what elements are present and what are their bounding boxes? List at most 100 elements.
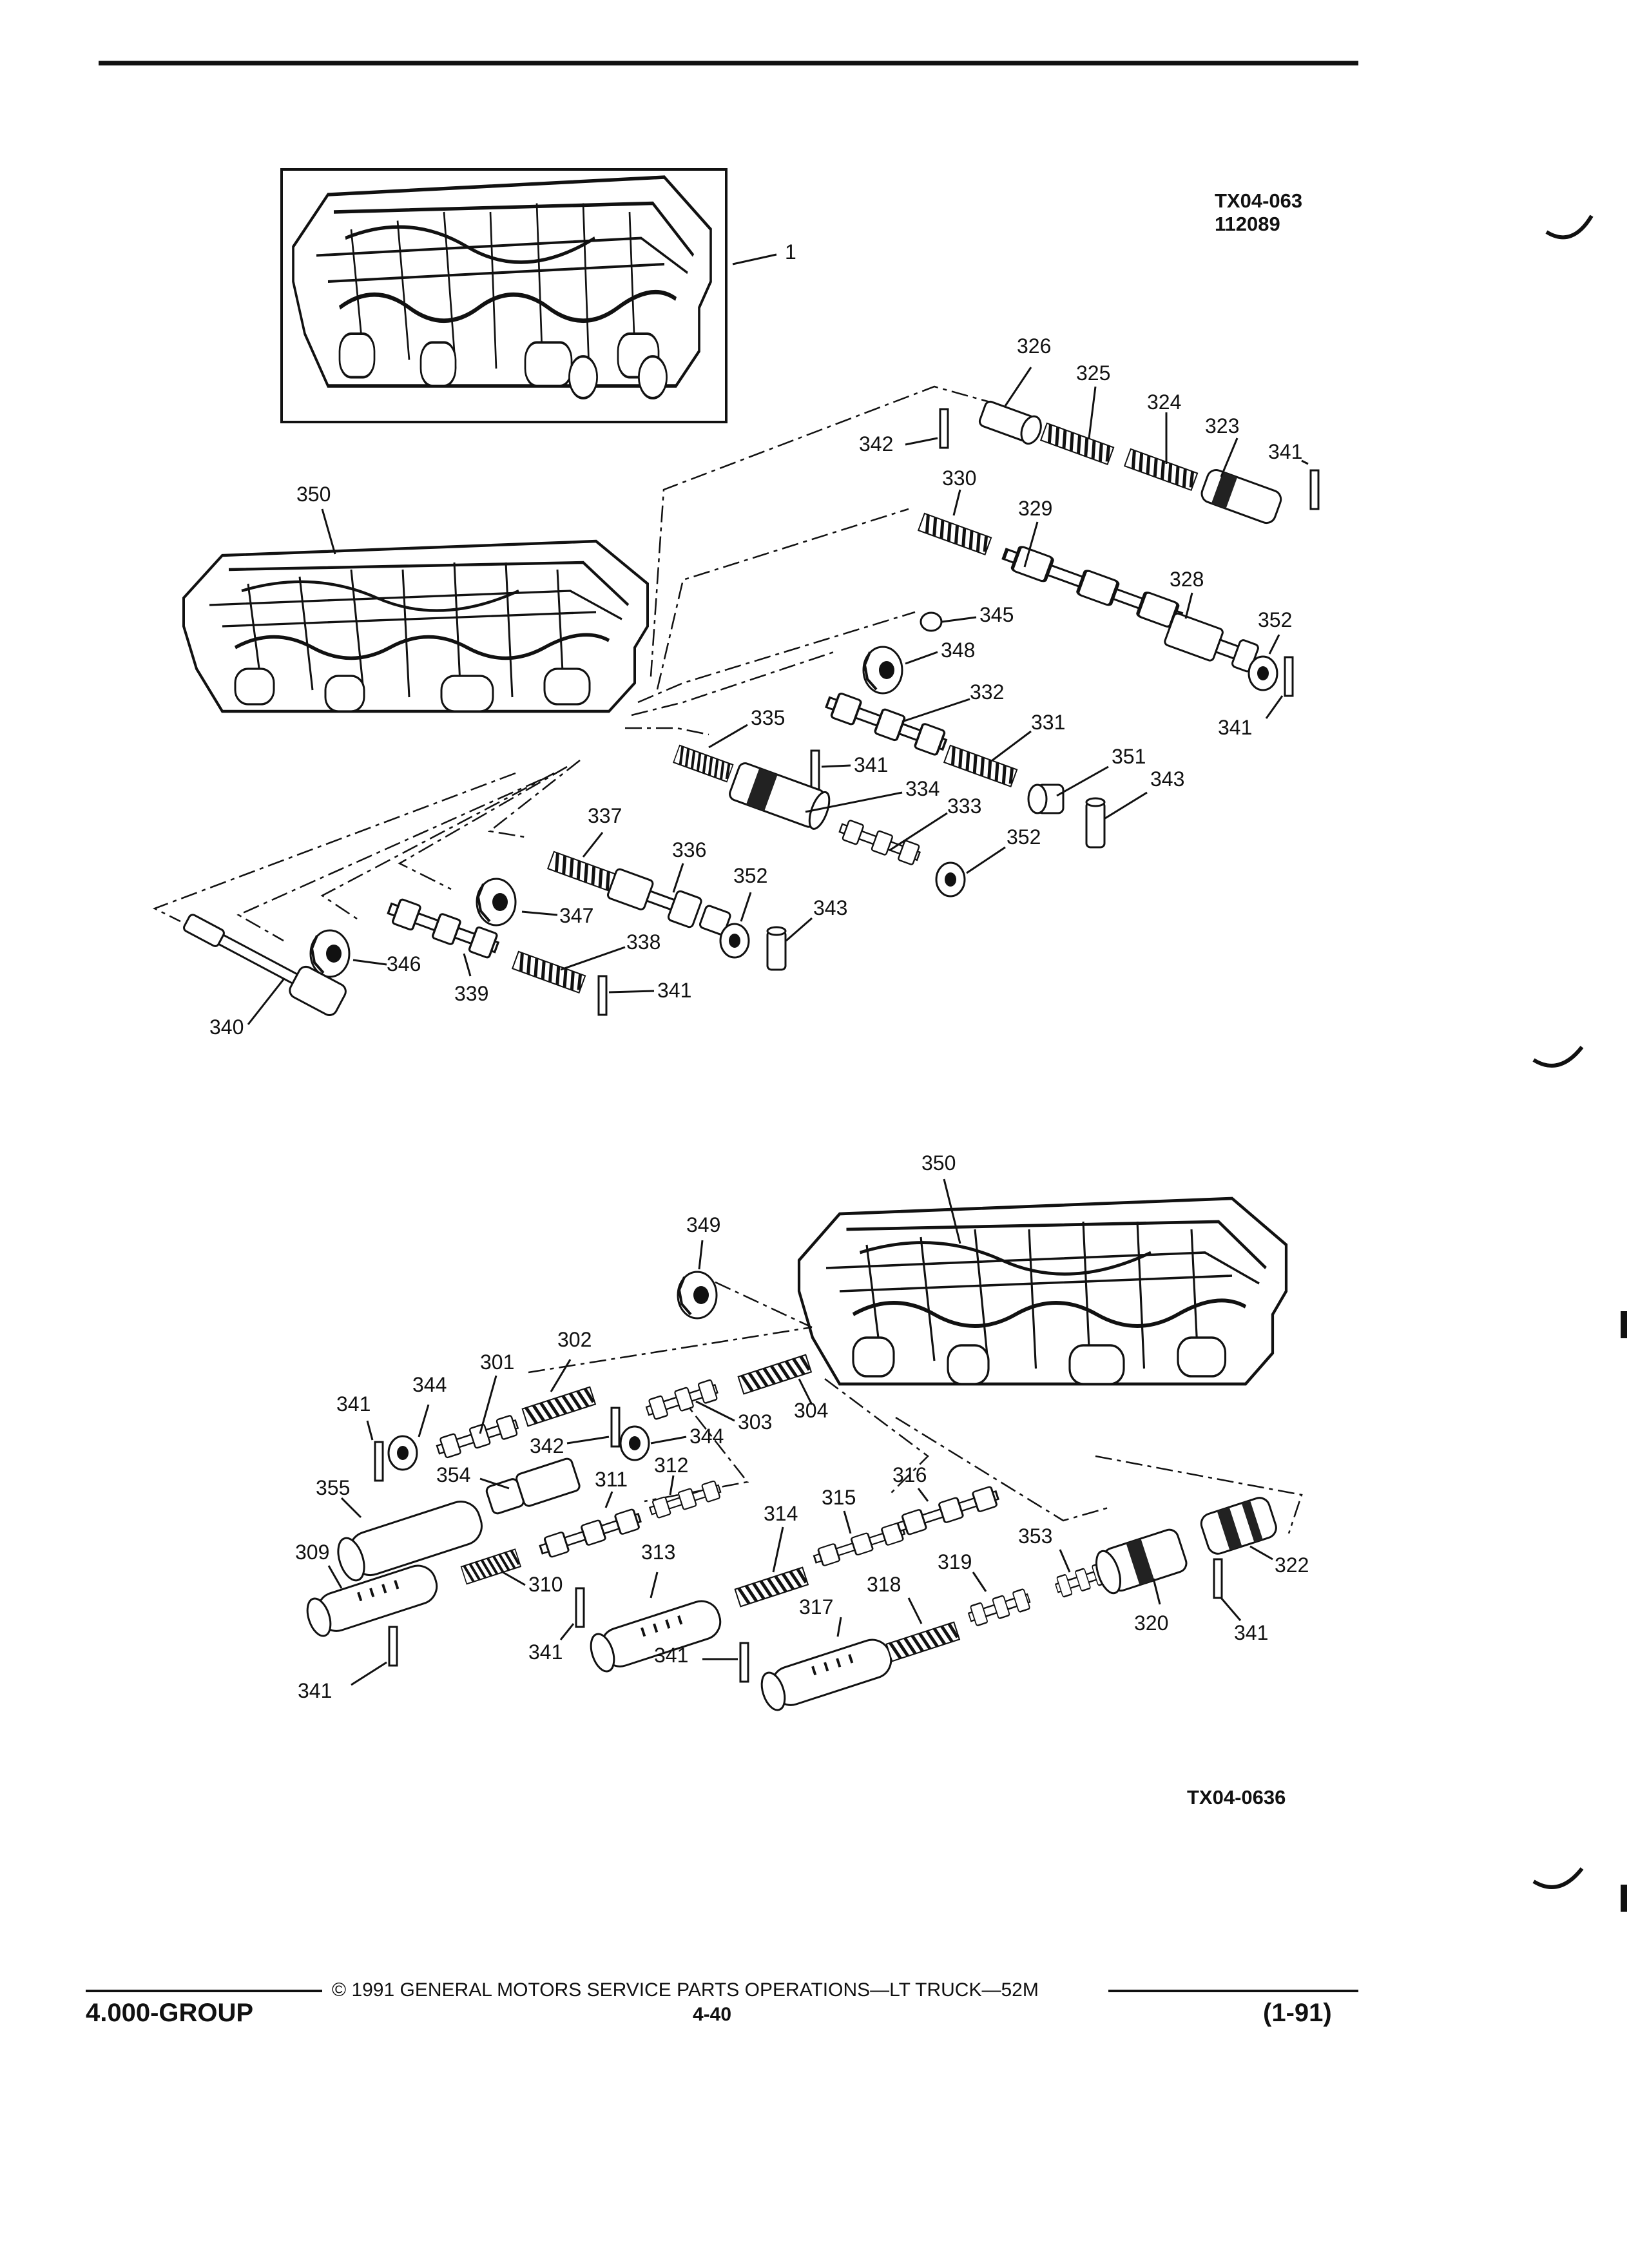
part-341-pin-i	[1213, 1558, 1223, 1599]
lower-figure-code: TX04-0636	[1187, 1786, 1286, 1809]
scan-mark-1	[1545, 215, 1594, 240]
label-341-d: 341	[657, 979, 691, 1002]
label-352-a: 352	[1258, 608, 1292, 631]
part-314-spring	[735, 1568, 808, 1607]
label-311: 311	[595, 1468, 628, 1491]
part-352-plug-a	[1248, 655, 1278, 691]
part-341-pin-d	[597, 975, 608, 1016]
part-325-spring	[1041, 423, 1113, 465]
part-301-valve	[434, 1414, 521, 1461]
part-347-screw	[476, 878, 517, 927]
label-331: 331	[1031, 711, 1065, 734]
part-328-valve	[1164, 612, 1259, 673]
label-1: 1	[785, 240, 796, 264]
label-352-b: 352	[1007, 825, 1041, 849]
label-345: 345	[979, 603, 1014, 626]
part-316-valve	[894, 1484, 1001, 1538]
valve-body-350-lower	[799, 1198, 1286, 1384]
part-341-pin-g	[575, 1587, 585, 1628]
part-354-valve	[485, 1457, 581, 1515]
bore-line-322	[1095, 1455, 1303, 1534]
label-354: 354	[436, 1463, 470, 1486]
label-315: 315	[822, 1486, 856, 1509]
part-331-spring	[944, 745, 1017, 787]
label-312: 312	[654, 1454, 688, 1477]
label-330: 330	[942, 466, 976, 490]
part-355-sleeve	[337, 1501, 483, 1582]
part-312-valve	[647, 1479, 723, 1521]
bore-line-348	[631, 649, 838, 716]
label-344-a: 344	[412, 1373, 447, 1396]
part-352-plug-b	[935, 861, 966, 898]
part-304-spring	[738, 1355, 811, 1394]
part-333-valve	[836, 817, 923, 867]
footer-copyright: © 1991 GENERAL MOTORS SERVICE PARTS OPER…	[332, 1979, 1039, 2001]
bore-line-345	[637, 611, 916, 704]
label-348: 348	[941, 639, 975, 662]
label-341-g: 341	[528, 1640, 563, 1664]
part-338-spring	[512, 952, 585, 993]
label-355: 355	[316, 1476, 350, 1499]
label-329: 329	[1018, 497, 1052, 520]
part-317-sleeve	[756, 1633, 897, 1715]
footer-date: (1-91)	[1263, 1999, 1332, 2027]
label-320: 320	[1134, 1611, 1168, 1635]
label-341-e: 341	[336, 1392, 371, 1416]
label-341-i: 341	[1234, 1621, 1268, 1644]
label-303: 303	[738, 1410, 772, 1434]
part-334-sleeve	[729, 762, 831, 830]
part-303-valve	[643, 1378, 720, 1422]
label-314: 314	[764, 1502, 798, 1525]
label-339: 339	[454, 982, 488, 1005]
label-326: 326	[1017, 334, 1051, 358]
bore-line-353	[895, 1416, 1109, 1522]
label-341-f: 341	[298, 1679, 332, 1702]
part-315-valve	[811, 1521, 907, 1569]
part-342-pin-b	[610, 1407, 621, 1448]
label-328: 328	[1170, 568, 1204, 591]
label-309: 309	[295, 1541, 329, 1564]
label-353: 353	[1018, 1524, 1052, 1548]
part-341-pin-c	[810, 749, 820, 791]
part-343-plug-a	[1085, 797, 1106, 849]
label-341-h: 341	[654, 1644, 688, 1667]
bore-line-339	[320, 772, 555, 923]
part-323-sleeve	[1200, 469, 1282, 524]
label-336: 336	[672, 838, 706, 861]
bore-line-337	[488, 760, 581, 839]
valve-body-350-upper	[184, 541, 648, 711]
label-344-b: 344	[689, 1425, 724, 1448]
bore-line-top	[650, 385, 993, 677]
label-316: 316	[892, 1463, 927, 1486]
label-325: 325	[1076, 361, 1110, 385]
part-319-valve	[965, 1587, 1033, 1628]
part-341-pin-f	[388, 1626, 398, 1667]
part-341-pin-a	[1309, 469, 1320, 510]
bore-line-335	[625, 727, 709, 736]
bore-line-347	[398, 765, 568, 890]
part-318-spring	[887, 1622, 959, 1662]
label-332: 332	[970, 680, 1004, 704]
label-341-c: 341	[854, 753, 888, 776]
footer-page-number: 4-40	[693, 2004, 731, 2025]
label-342-b: 342	[530, 1434, 564, 1457]
label-349: 349	[686, 1213, 720, 1236]
part-311-valve	[537, 1506, 644, 1561]
bore-line-330	[656, 508, 909, 690]
bore-line-302	[528, 1326, 813, 1374]
part-320-sleeve	[1095, 1528, 1188, 1595]
bore-line-349	[715, 1281, 813, 1329]
label-337: 337	[588, 804, 622, 827]
label-322: 322	[1275, 1553, 1309, 1577]
label-351: 351	[1112, 745, 1146, 768]
label-350-lower: 350	[921, 1151, 956, 1175]
part-332-valve	[822, 689, 950, 758]
label-341-b: 341	[1218, 716, 1252, 739]
label-350-upper: 350	[296, 483, 331, 506]
label-302: 302	[557, 1328, 592, 1351]
bore-line-340	[152, 772, 516, 923]
leader-350-upper	[321, 508, 336, 555]
label-352-c: 352	[733, 864, 767, 887]
scan-mark-2	[1532, 1046, 1584, 1068]
